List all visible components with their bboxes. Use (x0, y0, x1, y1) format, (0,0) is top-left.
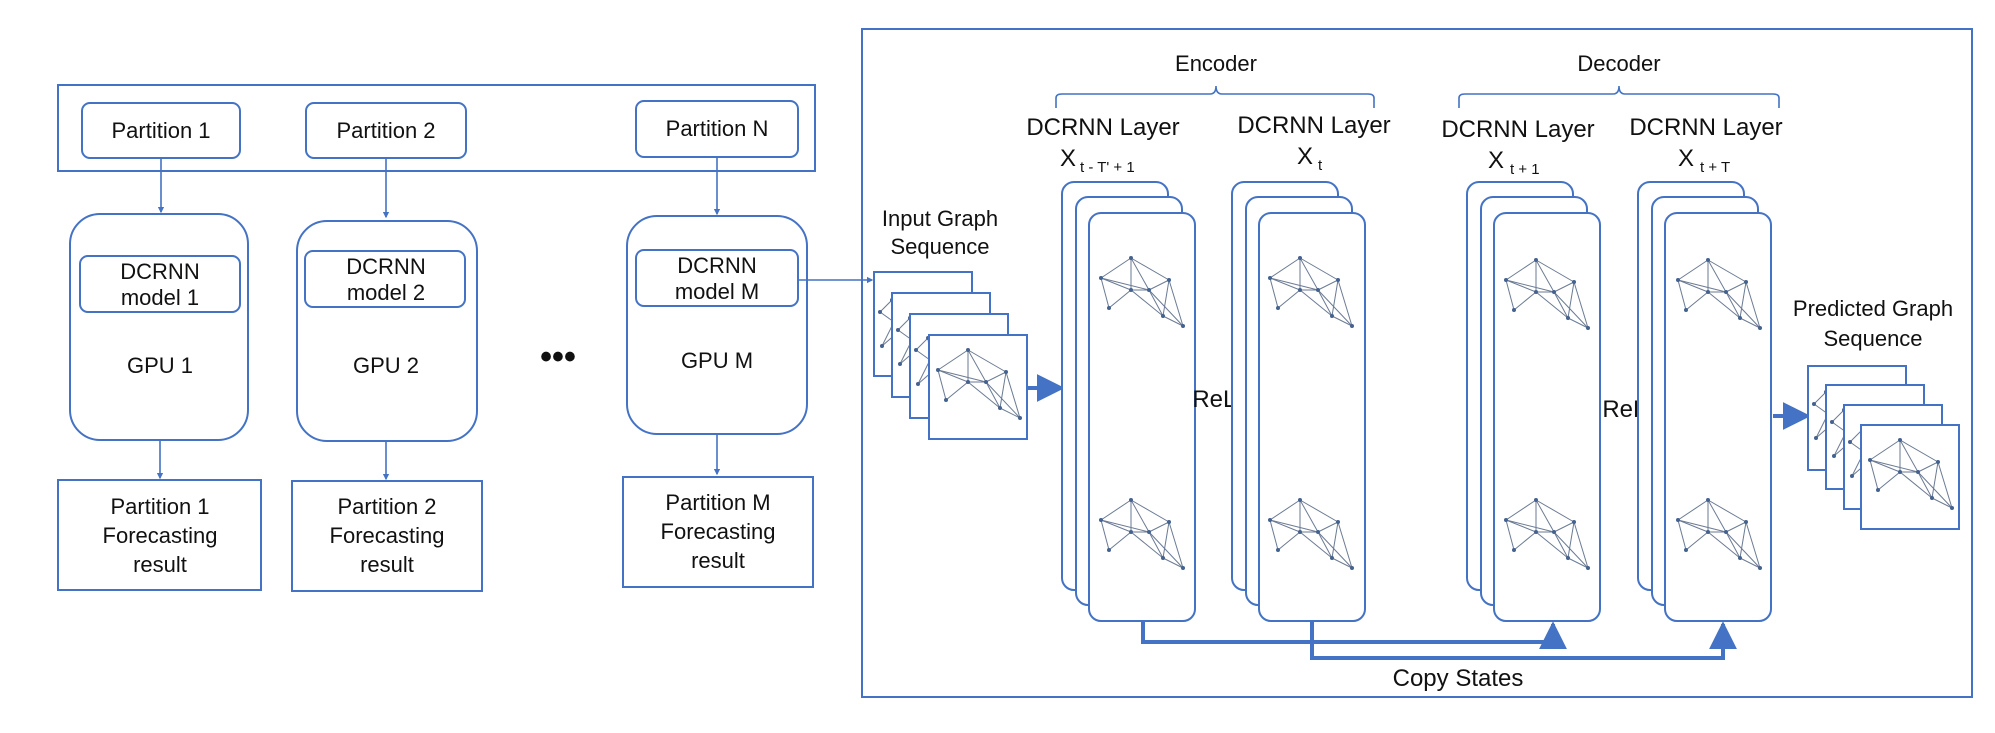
decoder-brace (1458, 85, 1780, 108)
gpu-2-label: GPU 2 (353, 353, 419, 378)
layer-1-x: X (1060, 145, 1076, 172)
result-2-box (291, 480, 483, 592)
layer-2-x: X (1297, 143, 1313, 170)
copy-state-arrow-2 (1310, 621, 1737, 660)
layer-4-subscript: t + T (1700, 159, 1730, 176)
gpu-1-label: GPU 1 (127, 353, 193, 378)
result-1-box (57, 479, 262, 591)
partition-1-box (81, 102, 241, 159)
layer-2-subscript: t (1318, 157, 1323, 174)
input-graph-stack (873, 271, 1028, 440)
encoder-brace (1055, 85, 1375, 108)
input-label-line1: Input Graph (882, 206, 998, 231)
result-m-line1: Partition M (665, 490, 770, 515)
dcrnn-model-2-line2: model 2 (347, 280, 425, 305)
pipeline-frame (861, 28, 1973, 698)
layer-2-stack (1231, 181, 1366, 622)
result-2-line1: Partition 2 (337, 494, 436, 519)
layer-3-stack (1466, 181, 1601, 622)
copy-states-label: Copy States (1393, 665, 1524, 692)
partition-2-box (305, 102, 467, 159)
layer-4-x: X (1678, 145, 1694, 172)
layer-4-stack (1637, 181, 1772, 622)
result-m-line3: result (691, 548, 745, 573)
dcrnn-model-m-box (635, 249, 799, 307)
layer-1-stack (1061, 181, 1196, 622)
result-1-line2: Forecasting (103, 523, 218, 548)
layer-1-title: DCRNN Layer (1026, 114, 1179, 141)
predicted-graph-stack (1807, 365, 1960, 530)
dcrnn-model-1-line2: model 1 (121, 285, 199, 310)
dcrnn-model-2-line1: DCRNN (346, 254, 425, 279)
decoder-label: Decoder (1577, 51, 1660, 76)
result-m-box (622, 476, 814, 588)
layer-3-title: DCRNN Layer (1441, 116, 1594, 143)
dcrnn-model-2-box (304, 250, 466, 308)
result-m-line2: Forecasting (661, 519, 776, 544)
partitions-container (57, 84, 816, 172)
copy-state-arrow-1 (1141, 621, 1567, 650)
predicted-label-line2: Sequence (1823, 326, 1922, 351)
result-2-line2: Forecasting (330, 523, 445, 548)
partition-n-box (635, 100, 799, 158)
dcrnn-model-m-line2: model M (675, 279, 759, 304)
layer-2-title: DCRNN Layer (1237, 112, 1390, 139)
gpu-1-box (69, 213, 249, 441)
dcrnn-model-1-box (79, 255, 241, 313)
result-2-line3: result (360, 552, 414, 577)
dcrnn-model-1-line1: DCRNN (120, 259, 199, 284)
layer-4-title: DCRNN Layer (1629, 114, 1782, 141)
result-1-line1: Partition 1 (110, 494, 209, 519)
partition-1-label: Partition 1 (111, 118, 210, 143)
dcrnn-model-m-line1: DCRNN (677, 253, 756, 278)
partition-n-label: Partition N (666, 116, 769, 141)
partition-2-label: Partition 2 (336, 118, 435, 143)
layer-3-subscript: t + 1 (1510, 161, 1540, 178)
encoder-label: Encoder (1175, 51, 1257, 76)
ellipsis: ••• (540, 338, 576, 376)
predicted-label-line1: Predicted Graph (1793, 296, 1953, 321)
gpu-m-box (626, 215, 808, 435)
layer-3-x: X (1488, 147, 1504, 174)
gpu-m-label: GPU M (681, 348, 753, 373)
input-label-line2: Sequence (890, 234, 989, 259)
result-1-line3: result (133, 552, 187, 577)
layer-1-subscript: t - T' + 1 (1080, 159, 1135, 176)
